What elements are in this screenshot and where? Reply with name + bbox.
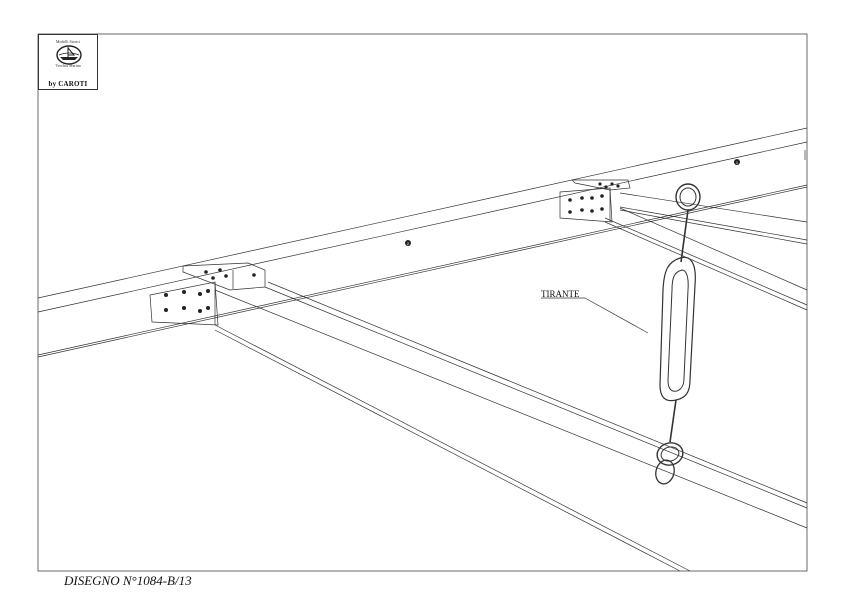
logo: Modelli Storici Vecchia Marina by CAROTI [38, 34, 98, 90]
left-corner-bracket [149, 262, 266, 326]
right-beam [619, 192, 808, 245]
drawing-border [37, 33, 808, 572]
middle-cross-beam [604, 207, 808, 311]
ship-emblem-icon [56, 45, 82, 65]
tirante-leader [541, 297, 649, 334]
part-marker-2: 2 [405, 240, 411, 246]
svg-text:1: 1 [736, 160, 739, 165]
drawing-number: DISEGNO N°1084-B/13 [64, 573, 192, 588]
middle-corner-bracket [559, 179, 631, 223]
logo-byline: by CAROTI [48, 80, 88, 88]
turnbuckle [655, 183, 701, 485]
logo-bottom-text: Vecchia Marina [55, 63, 81, 68]
front-cross-beam [214, 281, 808, 572]
svg-text:2: 2 [407, 241, 410, 246]
part-marker-1: 1 [734, 159, 740, 165]
rear-beam [37, 127, 808, 358]
logo-top-text: Modelli Storici [55, 39, 81, 44]
tirante-label: TIRANTE [541, 289, 580, 299]
middle-bracket-bolts [568, 182, 620, 214]
left-bracket-bolts [164, 268, 256, 313]
